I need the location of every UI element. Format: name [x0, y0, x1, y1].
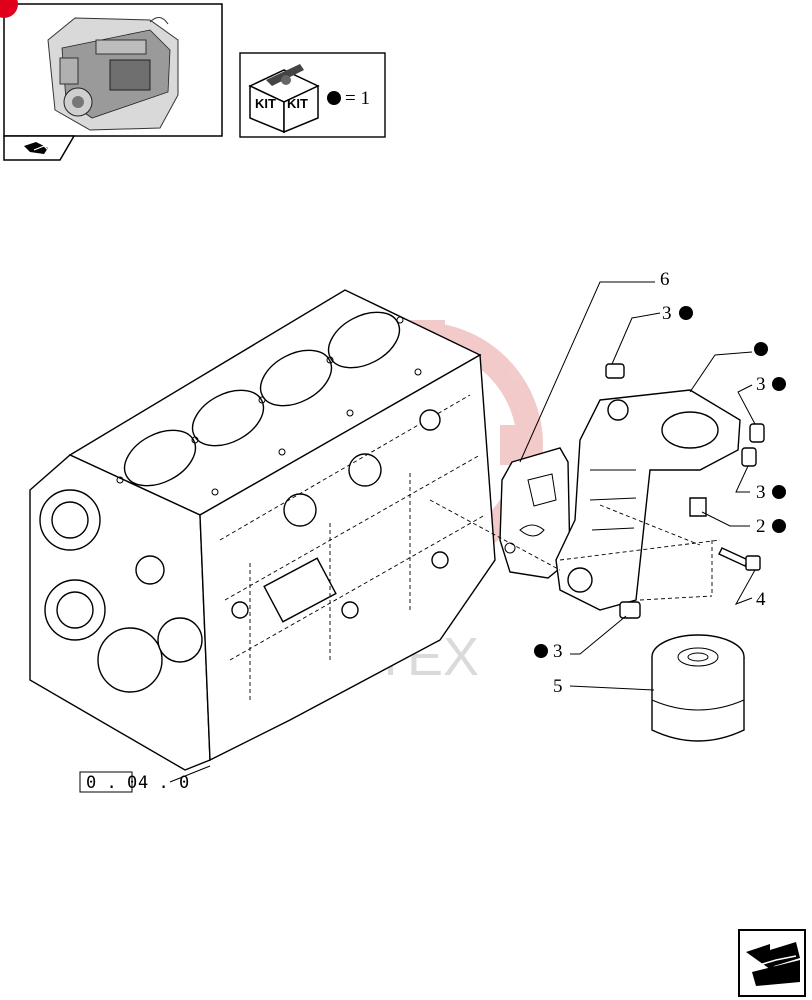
kit-box-word-left: KIT: [255, 96, 276, 111]
book-icon: [24, 142, 51, 154]
reference-suffix-code: 4 . 0: [138, 773, 189, 793]
engine-block-reference[interactable]: 0 . 0 4 . 0: [79, 765, 211, 793]
reference-boxed-code: 0 . 0: [86, 773, 137, 793]
callout-3-right-upper: 3: [756, 374, 786, 395]
plug-right-upper: [749, 423, 765, 443]
callout-2-number: 2: [756, 516, 766, 537]
callout-5: 5: [553, 676, 563, 697]
kit-dot-icon: [754, 342, 768, 356]
engine-thumbnail-image: [47, 17, 179, 131]
kit-dot-icon: [772, 377, 786, 391]
callout-kit-housing: [754, 342, 768, 356]
kit-box-word-right: KIT: [287, 96, 308, 111]
callout-3-right-lower: 3: [756, 482, 786, 503]
callout-6-number: 6: [660, 269, 670, 290]
callout-3-bottom-number: 3: [553, 641, 563, 662]
callout-4: 4: [756, 589, 766, 610]
kit-box-icon: KIT KIT: [248, 64, 320, 134]
kit-dot-icon: [772, 519, 786, 533]
bolt-4: [718, 547, 761, 571]
engine-block: [29, 289, 496, 771]
callout-3-right-upper-number: 3: [756, 374, 766, 395]
oil-filter-part: [651, 634, 745, 742]
arrow-back-icon: [746, 942, 800, 986]
kit-dot-icon: [679, 306, 693, 320]
kit-quantity: = 1: [345, 88, 370, 109]
callout-leaders: [519, 281, 756, 691]
callout-2: 2: [756, 516, 786, 537]
kit-legend: KIT KIT = 1: [239, 52, 386, 138]
callout-6: 6: [660, 269, 670, 290]
plug-right-lower: [741, 447, 757, 467]
kit-dot-icon: [772, 485, 786, 499]
callout-5-number: 5: [553, 676, 563, 697]
callout-4-number: 4: [756, 589, 766, 610]
kit-dot-icon: [327, 91, 341, 105]
filter-housing-part: [429, 389, 741, 611]
kit-dot-icon: [534, 644, 548, 658]
corner-marker: [0, 0, 18, 18]
engine-thumbnail[interactable]: [3, 3, 223, 161]
gasket-part: [499, 447, 571, 579]
callout-3-right-lower-number: 3: [756, 482, 766, 503]
plug-bottom: [619, 601, 641, 619]
callout-3-top-number: 3: [662, 303, 672, 324]
callout-3-top: 3: [662, 303, 693, 324]
nav-back-button[interactable]: [738, 929, 806, 997]
callout-3-bottom: 3: [534, 641, 563, 662]
plug-2: [689, 497, 707, 517]
plug-top: [605, 363, 625, 379]
